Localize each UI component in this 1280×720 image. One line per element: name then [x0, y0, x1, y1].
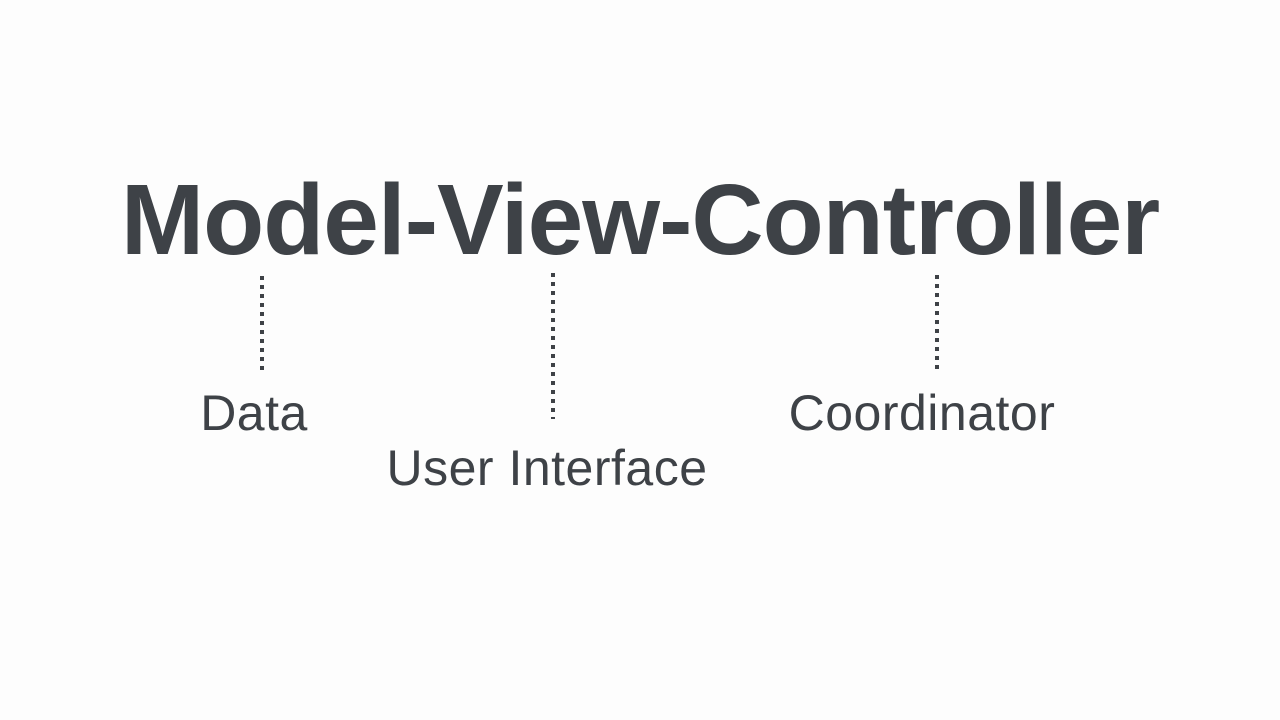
- label-user-interface: User Interface: [386, 440, 708, 496]
- label-data: Data: [200, 385, 308, 441]
- label-coordinator: Coordinator: [788, 385, 1056, 441]
- connector-controller-to-coordinator: [935, 275, 939, 369]
- diagram-title: Model-View-Controller: [120, 164, 1160, 276]
- connector-model-to-data: [260, 276, 264, 372]
- connector-view-to-user-interface: [551, 273, 555, 419]
